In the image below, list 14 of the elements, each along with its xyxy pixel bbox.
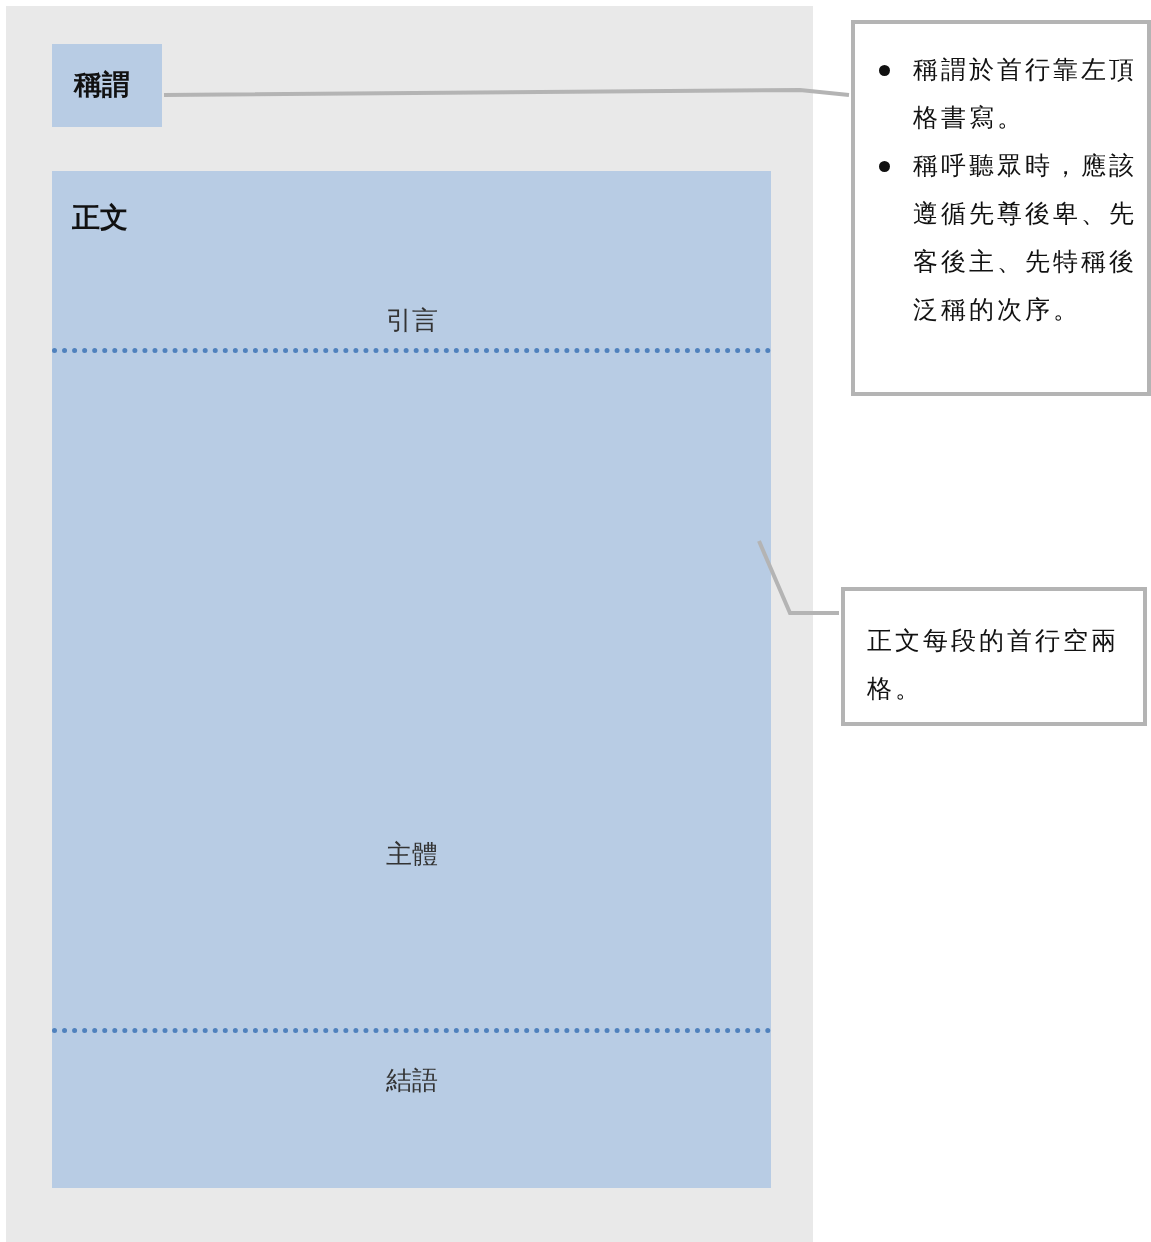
heading-text: 稱謂 xyxy=(74,67,130,103)
bullet-text: 稱呼聽眾時，應該遵循先尊後卑、先客後主、先特稱後泛稱的次序。 xyxy=(913,151,1137,324)
section-label: 結語 xyxy=(385,1064,438,1097)
callout-text: 正文每段的首行空兩格。 xyxy=(867,625,1120,705)
callout-box xyxy=(841,587,1147,726)
heading-text: 正文 xyxy=(72,200,128,236)
bullet-text: 稱謂於首行靠左頂格書寫。 xyxy=(913,55,1137,132)
leader-line xyxy=(757,540,839,615)
section-label: 主體 xyxy=(385,838,438,871)
body-panel xyxy=(52,171,771,1188)
section-label: 引言 xyxy=(385,304,438,337)
heading-box xyxy=(52,44,162,127)
callout-box xyxy=(851,20,1151,396)
leader-line xyxy=(164,88,850,97)
